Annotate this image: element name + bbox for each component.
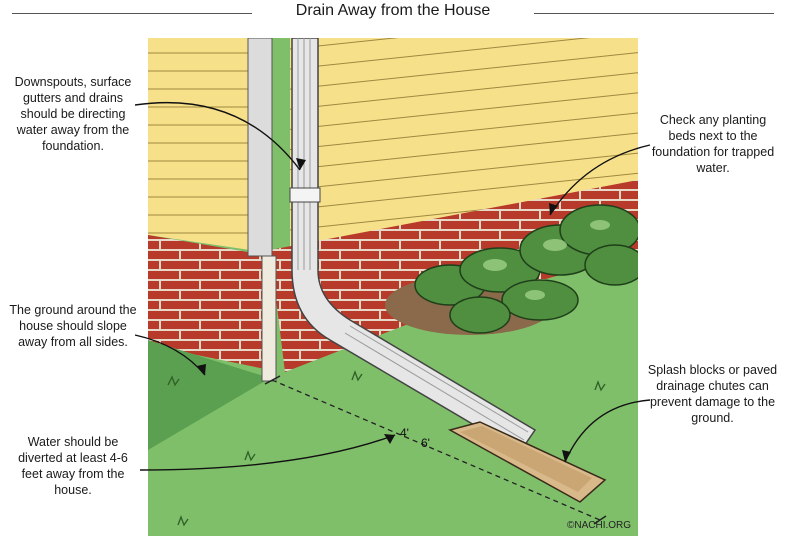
downspout	[291, 38, 537, 454]
distance-line	[271, 379, 601, 521]
credit: ©NACHI.ORG	[567, 520, 631, 531]
corner-trim	[247, 38, 273, 257]
arrow-heads	[197, 158, 571, 462]
callout-arrows	[134, 101, 651, 471]
arrow-splash-blocks	[564, 399, 651, 463]
arrow-ground-slope	[134, 334, 206, 376]
diagram-title: Drain Away from the House	[0, 2, 786, 20]
callout-splash-blocks: Splash blocks or paved drainage chutes c…	[647, 363, 778, 425]
left-wall-brick	[148, 235, 270, 370]
planting-bed-shrubs	[414, 204, 638, 334]
downspout-bracket	[289, 187, 321, 203]
arrow-water-diverted	[139, 434, 396, 471]
arrow-planting-beds	[549, 144, 651, 216]
left-wall-siding	[148, 38, 250, 250]
callout-planting-beds: Check any planting beds next to the foun…	[651, 113, 775, 175]
callout-water-diverted: Water should be diverted at least 4-6 fe…	[18, 435, 128, 497]
measure-min: 4'	[400, 426, 409, 440]
grass-tufts	[167, 370, 606, 527]
title-rule-right	[534, 13, 774, 14]
callout-downspouts: Downspouts, surface gutters and drains s…	[14, 75, 132, 153]
arrow-downspouts	[134, 101, 301, 171]
callout-ground-slope: The ground around the house should slope…	[9, 303, 137, 349]
splash-block-channel	[460, 426, 592, 492]
diagram-title-text: Drain Away from the House	[285, 2, 501, 19]
title-row: Drain Away from the House	[0, 0, 786, 26]
measure-max: 6'	[421, 436, 430, 450]
sloped-ground	[148, 340, 270, 450]
corner-post	[261, 255, 277, 382]
title-rule-left	[12, 13, 252, 14]
